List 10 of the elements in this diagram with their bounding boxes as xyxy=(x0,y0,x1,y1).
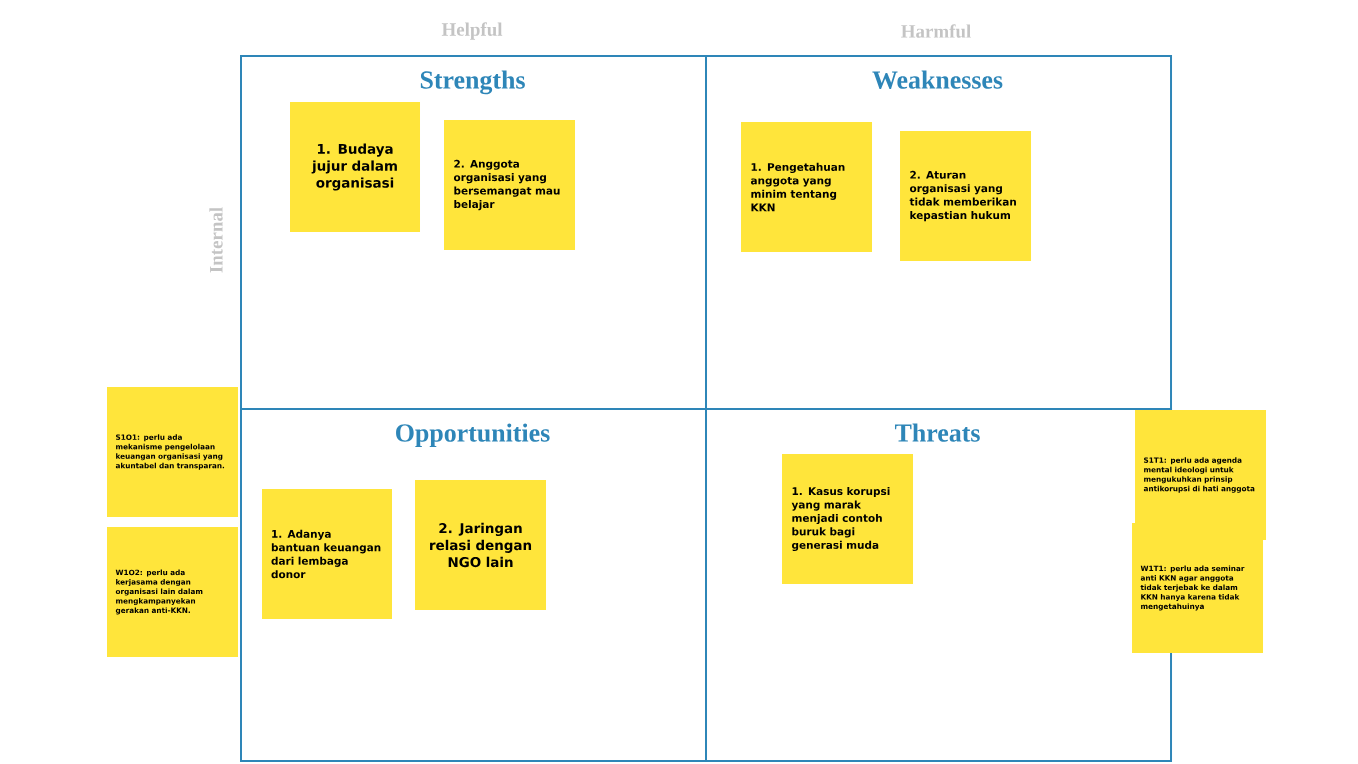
axis-label: Internal xyxy=(209,207,223,273)
sticky-note: 1. Pengetahuan anggota yang minim tentang KKN xyxy=(741,122,872,252)
axis-label: Helpful xyxy=(441,22,503,40)
sticky-note: 2. Jaringan relasi dengan NGO lain xyxy=(415,480,546,610)
sticky-note: 1. Adanya bantuan keuangan dari lembaga donor xyxy=(262,489,392,619)
sticky-note: 2. Anggota organisasi yang bersemangat mau belajar xyxy=(444,120,575,250)
sticky-note: 1. Kasus korupsi yang marak menjadi contoh buruk bagi generasi muda xyxy=(782,454,913,584)
sticky-note: 2. Aturan organisasi yang tidak memberikan kepastian hukum xyxy=(900,131,1031,261)
sticky-note: 1. Budaya jujur dalam organisasi xyxy=(290,102,420,232)
axis-label: Harmful xyxy=(901,24,971,38)
